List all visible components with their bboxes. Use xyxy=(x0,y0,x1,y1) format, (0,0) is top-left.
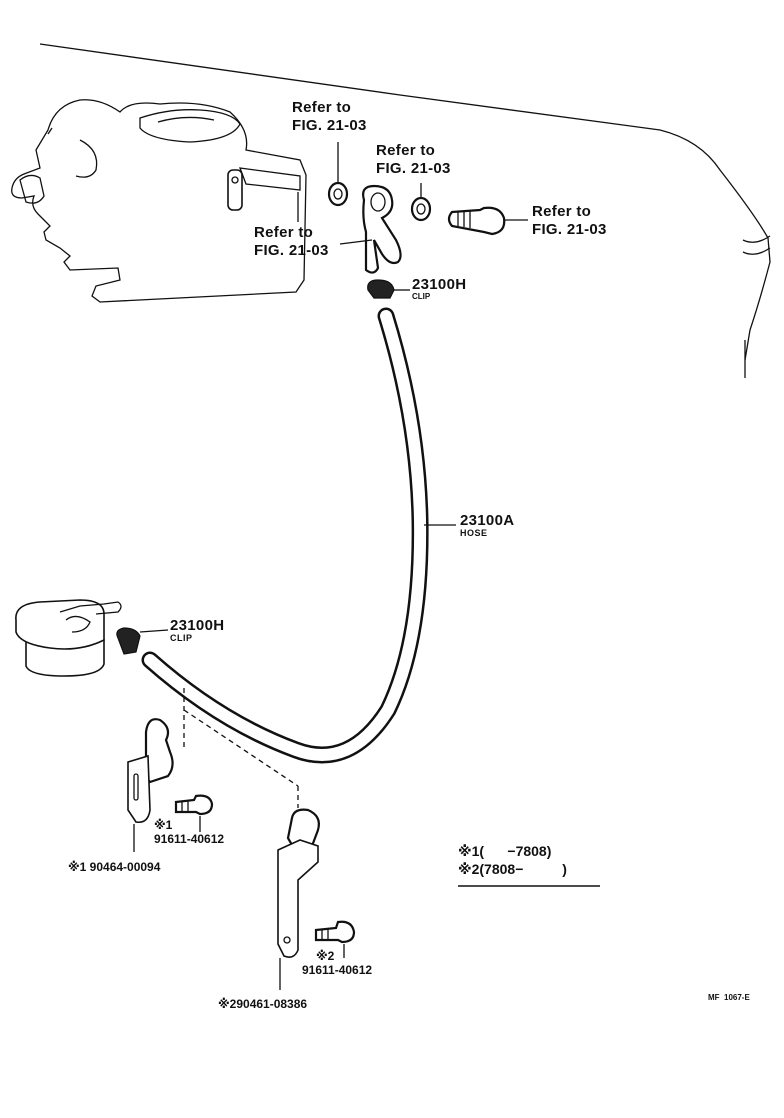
clip-upper-name: CLIP xyxy=(412,292,431,301)
refer-label-2: Refer to FIG. 21-03 xyxy=(376,143,451,176)
bolt-1-mark: ※1 xyxy=(154,818,173,832)
legend-line-1: ※1( −7808) xyxy=(458,843,552,859)
carburetor-assembly xyxy=(11,99,307,303)
refer-label-1-line2: FIG. 21-03 xyxy=(292,117,367,134)
refer-label-1: Refer to FIG. 21-03 xyxy=(292,100,367,133)
refer-label-4-line2: FIG. 21-03 xyxy=(532,221,607,238)
clip-lower-part-number: 23100H xyxy=(170,617,225,634)
clip-upper-label: 23100H CLIP xyxy=(412,277,466,301)
clip-upper-part-number: 23100H xyxy=(412,276,467,293)
bracket-1-part-number: ※1 90464-00094 xyxy=(68,860,161,874)
refer-label-4: Refer to FIG. 21-03 xyxy=(532,204,607,237)
fuel-pump xyxy=(15,599,169,677)
guide-lines xyxy=(183,688,299,808)
fuel-tank xyxy=(39,43,771,378)
refer-label-4-line1: Refer to xyxy=(532,203,592,220)
legend: ※1( −7808) ※2(7808− ) xyxy=(458,844,567,876)
refer-label-1-line1: Refer to xyxy=(292,99,352,116)
clip-upper xyxy=(367,279,410,299)
refer-label-3-line2: FIG. 21-03 xyxy=(254,242,329,259)
bolt-2-part-number: 91611-40612 xyxy=(302,963,373,977)
clip-lower-name: CLIP xyxy=(170,633,193,643)
figure-code: MF 1067-E xyxy=(708,993,750,1002)
bracket-2 xyxy=(277,808,356,990)
legend-line-2: ※2(7808− ) xyxy=(458,861,567,877)
hose-label: 23100A HOSE xyxy=(460,513,514,538)
fuel-hose xyxy=(141,307,456,764)
bolt-1-label: ※1 91611-40612 xyxy=(154,819,224,845)
bolt-1-part-number: 91611-40612 xyxy=(154,832,225,846)
upper-fittings xyxy=(327,142,528,274)
bolt-2-mark: ※2 xyxy=(316,949,335,963)
hose-name: HOSE xyxy=(460,528,488,538)
refer-label-2-line2: FIG. 21-03 xyxy=(376,160,451,177)
refer-label-3: Refer to FIG. 21-03 xyxy=(254,225,329,258)
bolt-2-label: ※2 91611-40612 xyxy=(302,950,372,976)
refer-label-2-line1: Refer to xyxy=(376,142,436,159)
refer-label-3-line1: Refer to xyxy=(254,224,314,241)
bracket-1 xyxy=(127,718,214,852)
hose-part-number: 23100A xyxy=(460,512,515,529)
bracket-2-part-number: ※290461-08386 xyxy=(218,997,308,1011)
clip-lower-label: 23100H CLIP xyxy=(170,618,224,643)
